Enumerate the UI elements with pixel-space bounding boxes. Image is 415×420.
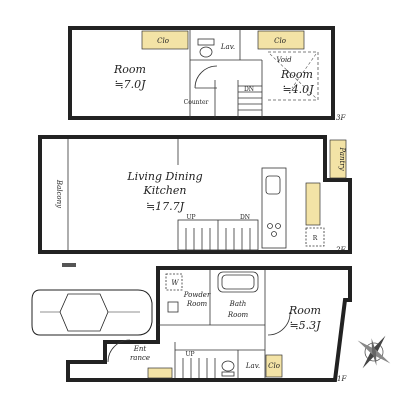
closet-1f [265, 354, 283, 378]
pantry-lower [305, 182, 321, 226]
stairs-2f [185, 228, 251, 250]
toilet-icon [197, 38, 215, 58]
counter-label: Counter [184, 99, 209, 106]
fridge-icon [305, 227, 325, 247]
compass-icon [357, 335, 391, 369]
closet-1f-label: Clo [268, 362, 280, 370]
stove-icon [267, 223, 281, 237]
up-2f-label: UP [186, 214, 195, 221]
entrance-storage [147, 367, 173, 379]
powder-line1: Powder [183, 291, 211, 299]
lav-1f-label: Lav. [245, 362, 260, 370]
closet-3f-b-label: Clo [274, 37, 286, 45]
pantry-label: Pantry [338, 146, 346, 171]
dn-2f-label: DN [240, 214, 250, 221]
room2-3f-name: Room [280, 68, 313, 81]
bath-line1: Bath [229, 300, 247, 308]
stairs-3f [238, 85, 262, 111]
bathtub-icon [217, 271, 259, 293]
basin-icon [167, 301, 179, 313]
sink-icon [265, 175, 281, 195]
room2-3f-size: ≒4.0J [282, 83, 314, 96]
fridge-label: R [313, 235, 318, 242]
floor-label-2f: 2F [335, 246, 346, 254]
washer-label: W [171, 279, 179, 287]
room-3f-size: ≒7.0J [114, 78, 146, 91]
kitchen-counter [261, 167, 287, 249]
toilet-1f-icon [221, 360, 235, 377]
entrance-line1: Ent [133, 345, 147, 353]
floor-3f: Room ≒7.0J Clo Lav. Clo Void Room ≒4.0J … [68, 26, 346, 122]
floor-label-3f: 3F [336, 114, 346, 122]
stairs-1f [182, 358, 216, 378]
dn-3f-label: DN [244, 86, 254, 93]
void-label: Void [276, 56, 292, 64]
ldk-line1: Living Dining [126, 170, 202, 183]
floor-1f: W Powder Room Bath Room Room ≒5.3J Ent r… [66, 266, 352, 383]
car-icon [31, 263, 153, 336]
balcony-label: Balcony [55, 179, 63, 209]
room-1f-size: ≒5.3J [289, 319, 321, 332]
washer-icon [165, 273, 183, 291]
closet-3f-a-label: Clo [157, 37, 169, 45]
bath-line2: Room [227, 311, 249, 319]
floor-label-1f: 1F [337, 375, 347, 383]
closet-3f-a [141, 30, 189, 50]
ldk-line2: Kitchen [143, 184, 187, 197]
pantry-closet [329, 139, 347, 179]
void-area [268, 51, 319, 101]
room-1f-name: Room [288, 304, 321, 317]
entrance-line2: rance [130, 354, 150, 362]
ldk-size: ≒17.7J [146, 200, 185, 213]
closet-3f-b [257, 30, 305, 50]
floor-2f: Living Dining Kitchen ≒17.7J Balcony Pan… [38, 135, 352, 254]
lav-3f-label: Lav. [220, 43, 235, 51]
room-3f-name: Room [113, 63, 146, 76]
powder-line2: Room [186, 300, 208, 308]
up-1f-label: UP [185, 351, 194, 358]
